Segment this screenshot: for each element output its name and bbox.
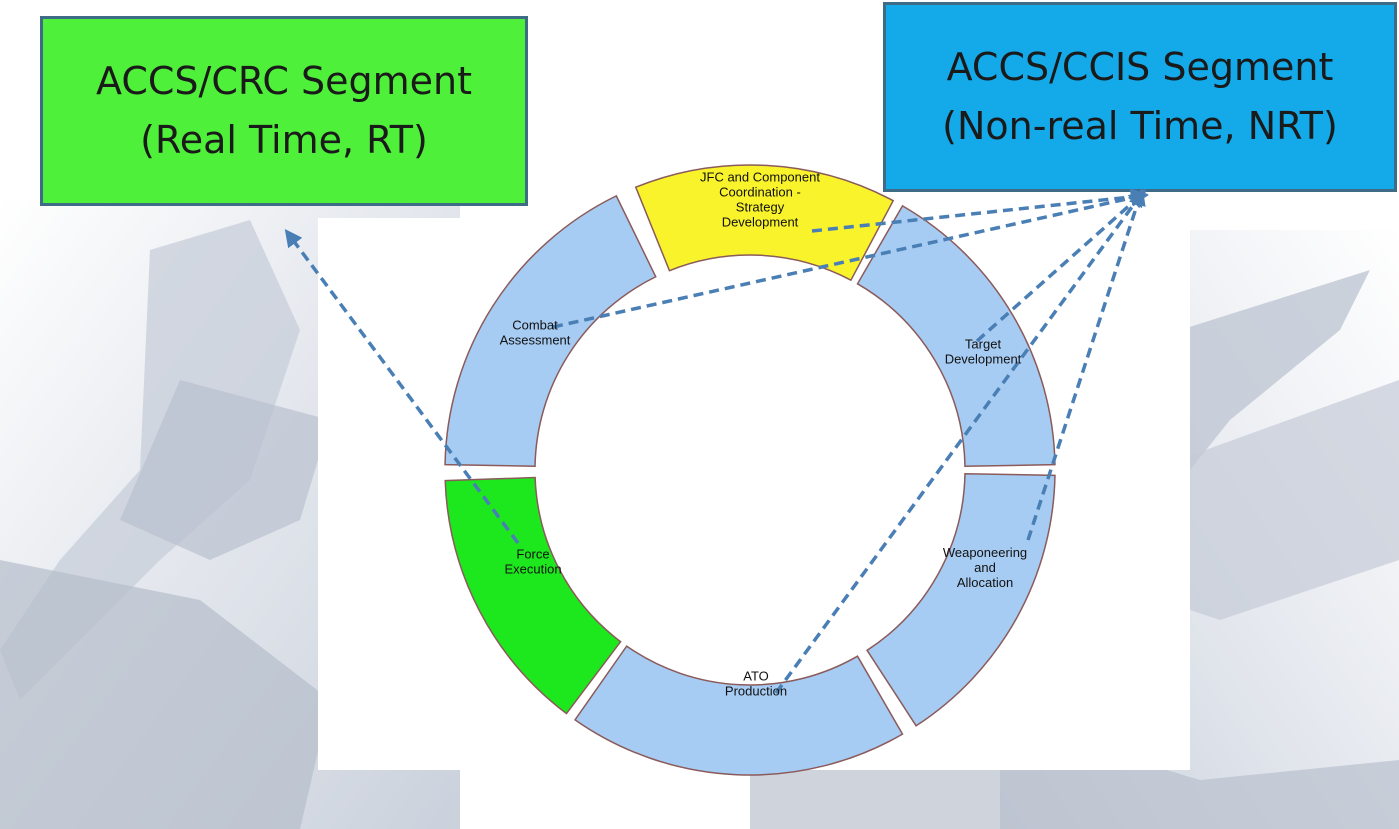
connector-lines [284,187,1149,695]
cycle-segment-weaponeering [866,472,1056,727]
connector-weaponeering [1026,187,1146,541]
cycle-segment-combat [444,194,657,468]
connector-target [975,190,1147,343]
non-real-time-segment-title: ACCS/CCIS Segment [946,45,1334,90]
real-time-segment-box: ACCS/CRC Segment (Real Time, RT) [40,16,528,206]
cycle-segment-target [856,204,1056,468]
connector-combat [552,189,1149,329]
cycle-segment-ato [574,645,904,776]
cycle-segment-jfc [634,164,895,282]
connector-jfc [811,188,1149,233]
real-time-segment-title: ACCS/CRC Segment [96,59,472,104]
non-real-time-segment-subtitle: (Non-real Time, NRT) [942,104,1338,148]
connector-ato [774,188,1146,695]
non-real-time-segment-box: ACCS/CCIS Segment (Non-real Time, NRT) [883,2,1397,192]
cycle-wheel [444,164,1056,776]
cycle-segment-force [444,476,622,715]
real-time-segment-subtitle: (Real Time, RT) [140,118,428,162]
